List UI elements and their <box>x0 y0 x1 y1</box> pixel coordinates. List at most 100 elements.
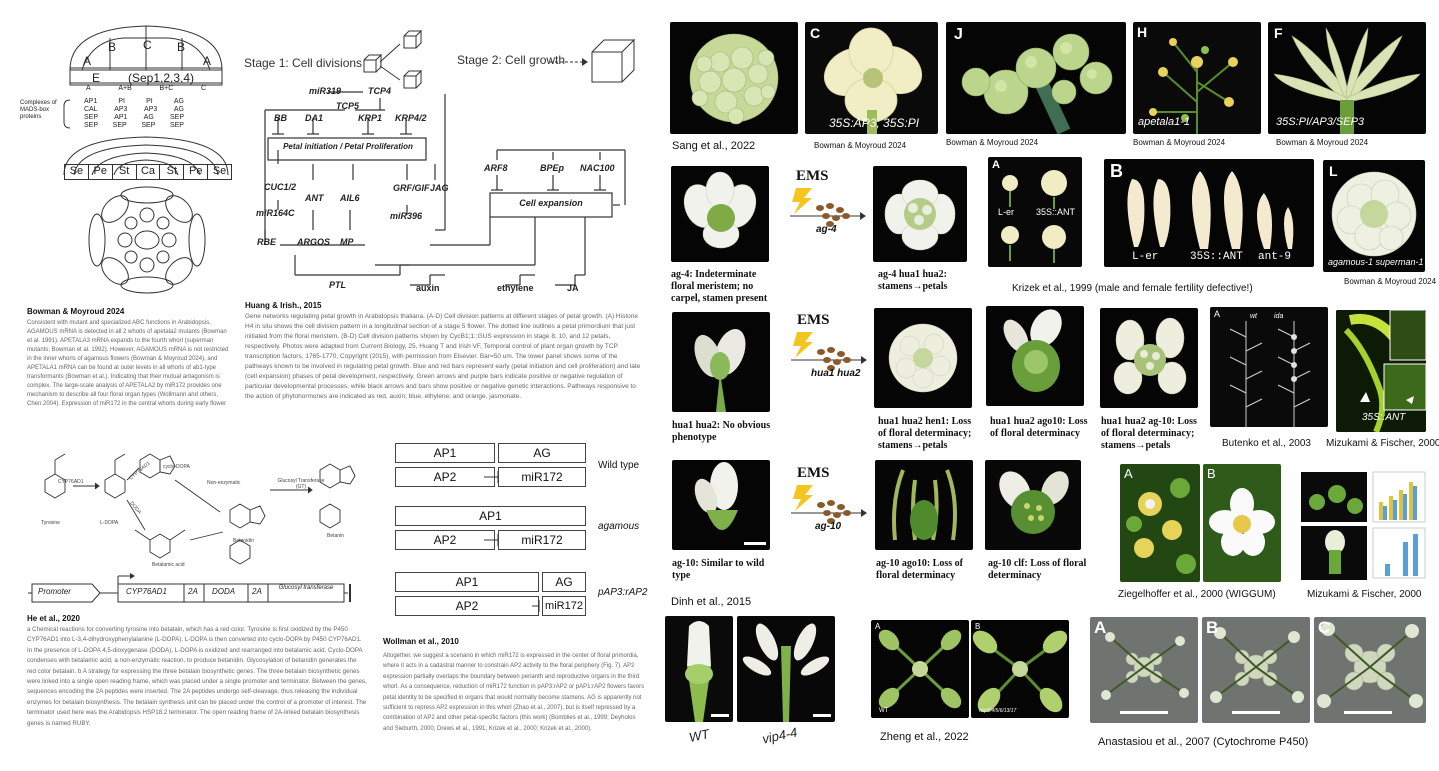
photo-hua-hen1 <box>874 308 972 408</box>
huang-text: Gene networks regulating petal growth in… <box>245 313 641 400</box>
zheng-letter-a: A <box>875 622 881 631</box>
photo-agamous-superman: L agamous-1 superman-1 <box>1323 160 1425 272</box>
photo-zheng-b: B hcp3/4/5/6/13/17 <box>971 620 1069 718</box>
cite-dinh: Dinh et al., 2015 <box>671 596 752 608</box>
krizek-petal-ant9: ant-9 <box>1258 251 1292 263</box>
ems-mutant-1: ag-4 <box>816 224 837 235</box>
gene-ja: JA <box>567 283 579 293</box>
cite-ziegel: Ziegelhoffer et al., 2000 (WIGGUM) <box>1118 589 1276 600</box>
letter-l: L <box>1329 163 1338 179</box>
dinh-ago10-caption: hua1 hua2 ago10: Loss of floral determin… <box>990 416 1088 439</box>
cite-anastasiou: Anastasiou et al., 2007 (Cytochrome P450… <box>1098 736 1309 748</box>
floral-diagram <box>88 186 206 294</box>
construct-doda: DODA <box>212 587 236 596</box>
stage2-title: Stage 2: Cell growth <box>457 53 566 67</box>
construct-promoter: Promoter <box>38 587 71 596</box>
gene-bb: BB <box>274 113 287 123</box>
compound-tyrosine: Tyrosine <box>41 520 60 526</box>
wollman-text: Altogether, we suggest a scenario in whi… <box>383 653 645 732</box>
gene-da1: DA1 <box>305 113 324 123</box>
photo-ag10-clf <box>985 460 1081 550</box>
cell-expansion-box: Cell expansion <box>519 198 583 208</box>
photo-butenko: A wt ida <box>1210 307 1328 427</box>
krizek-petal-ler: L-er <box>1132 251 1159 263</box>
gene-bpep: BPEp <box>540 163 565 173</box>
zheng-label-wt: WT <box>879 708 889 714</box>
photo-mizukami-1: 35S::ANT <box>1336 310 1426 432</box>
cite-bowman-2: Bowman & Moyroud 2024 <box>946 138 1039 147</box>
anastasiou-letter-a: A <box>1094 618 1107 637</box>
wt-mir172: miR172 <box>498 467 586 487</box>
petal-proliferation-box: Petal initiation / Petal Proliferation <box>283 142 413 151</box>
dinh-ag10-hua-caption: hua1 hua2 ag-10: Loss of floral determin… <box>1101 416 1197 451</box>
krizek-letter-a: A <box>992 159 1000 171</box>
cite-butenko: Butenko et al., 2003 <box>1222 438 1311 449</box>
ems-mutant-2: hua1 hua2 <box>811 368 861 379</box>
mizukami-bar-chart <box>1372 471 1426 579</box>
compound-betanidin: Betanidin <box>233 538 254 544</box>
anastasiou-letter-c: C <box>1318 618 1331 637</box>
enzyme-cyp-1: CYP76AD1 <box>58 479 84 485</box>
photo-35s-ap3-pi: C 35S:AP3; 35S:PI <box>805 22 938 134</box>
abc-b-left: B <box>108 40 117 54</box>
gene-krp1: KRP1 <box>358 113 383 123</box>
ems-label-3: EMS <box>797 465 830 481</box>
label-35s-ap3-pi: 35S:AP3; 35S:PI <box>829 116 920 130</box>
letter-h: H <box>1137 24 1148 40</box>
gene-arf8: ARF8 <box>484 163 508 173</box>
huang-citation: Huang & Irish., 2015 <box>245 301 322 310</box>
cite-bowman-1: Bowman & Moyroud 2024 <box>814 141 907 150</box>
ems-mutant-3: ag-10 <box>815 521 842 532</box>
gene-argos: ARGOS <box>297 237 331 247</box>
dinh-ag4-hua-caption: ag-4 hua1 hua2: stamens→petals <box>878 269 948 292</box>
gene-mir164c: miR164C <box>256 208 295 218</box>
pap3-mir172: miR172 <box>542 596 586 616</box>
compound-betalamic: Betalamic acid <box>152 562 185 568</box>
gene-grf-gif: GRF/GIF <box>393 183 430 193</box>
ag-mir172: miR172 <box>498 530 586 550</box>
dinh-ag10-caption: ag-10: Similar to wild type <box>672 558 765 581</box>
dinh-hua-caption: hua1 hua2: No obvious phenotype <box>672 420 771 443</box>
gene-mir396: miR396 <box>390 211 423 221</box>
wollman-citation: Wollman et al., 2010 <box>383 637 459 646</box>
gene-mp: MP <box>340 237 354 247</box>
photo-bowman-cauliflower: J <box>946 22 1126 134</box>
bowman-text: Consistent with mutant and specialized A… <box>27 320 229 407</box>
label-ag1-sup1: agamous-1 superman-1 <box>1328 257 1424 267</box>
cite-sang: Sang et al., 2022 <box>672 140 756 152</box>
photo-ag4 <box>671 166 769 262</box>
photo-wt <box>665 616 733 722</box>
gene-ptl: PTL <box>329 280 346 290</box>
construct-2a-2: 2A <box>252 587 262 596</box>
whorl-row: Se Pe St Ca St Pe Se <box>64 164 232 180</box>
wt-ag: AG <box>498 443 586 463</box>
cubes <box>363 29 636 89</box>
photo-ziegel-a: A <box>1120 464 1200 582</box>
label-apetala1: apetala1-1 <box>1138 116 1190 128</box>
network-lines <box>264 91 626 286</box>
pap3-ag: AG <box>542 572 586 592</box>
label-pap3-rap2: pAP3:rAP2 <box>598 587 648 598</box>
anastasiou-letter-b: B <box>1206 618 1219 637</box>
label-agamous: agamous <box>598 521 640 532</box>
gene-tcp5: TCP5 <box>336 101 360 111</box>
butenko-wt: wt <box>1250 313 1257 320</box>
zheng-label-mut: hcp3/4/5/6/13/17 <box>979 708 1017 714</box>
photo-zheng-a: A WT <box>871 620 969 718</box>
abc-c: C <box>143 38 152 52</box>
ems-arrow-1: EMS ag-4 <box>786 168 866 248</box>
cite-zheng: Zheng et al., 2022 <box>880 731 969 743</box>
wt-ap1: AP1 <box>395 443 495 463</box>
gene-ant: ANT <box>305 193 324 203</box>
gene-tcp4: TCP4 <box>368 86 392 96</box>
photo-ag10 <box>672 460 770 550</box>
dinh-hen1-caption: hua1 hua2 hen1: Loss of floral determina… <box>878 416 972 451</box>
photo-hua-ag10 <box>1100 308 1198 408</box>
ag-ap2: AP2 <box>395 530 495 550</box>
letter-f: F <box>1274 25 1283 41</box>
construct-2a-1: 2A <box>188 587 198 596</box>
letter-j: J <box>954 26 963 43</box>
he-citation: He et al., 2020 <box>27 614 80 623</box>
